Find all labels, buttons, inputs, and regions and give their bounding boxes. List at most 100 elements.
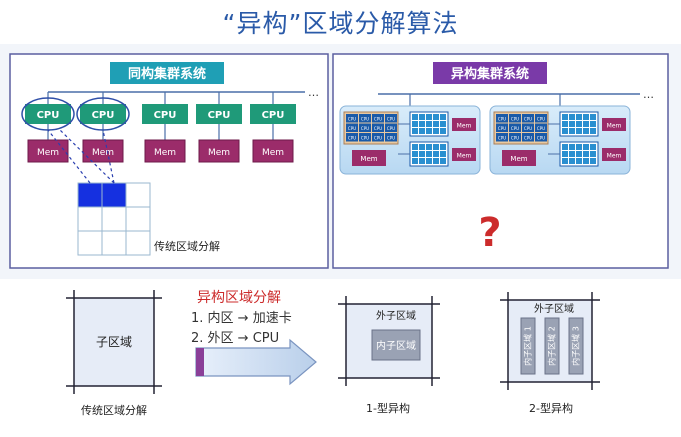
cpu-core	[346, 123, 358, 132]
mem-label: Mem	[510, 155, 527, 163]
type1-outer-label: 外子区域	[376, 309, 416, 322]
cpu-core-label: CPU	[387, 136, 395, 141]
homogeneous-ellipsis: …	[308, 86, 319, 99]
accelerator-core	[440, 144, 446, 150]
accelerator-core	[419, 158, 425, 164]
cpu-core	[535, 133, 547, 142]
accelerator-core	[569, 151, 575, 157]
cpu-core-label: CPU	[524, 126, 532, 131]
accelerator-core	[440, 114, 446, 120]
accelerator-core	[433, 114, 439, 120]
accelerator-core	[419, 144, 425, 150]
cpu-core	[385, 123, 397, 132]
cpu-label: CPU	[154, 110, 177, 121]
cpu-core-label: CPU	[374, 136, 382, 141]
accelerator-core	[562, 144, 568, 150]
type1-heterogeneous: 外子区域 内子区域 1-型异构	[338, 296, 440, 415]
accelerator-core	[590, 114, 596, 120]
accelerator-core	[583, 128, 589, 134]
mem-label: Mem	[208, 148, 230, 158]
cpu-box	[25, 104, 71, 124]
mem-box	[198, 139, 240, 163]
cpu-core	[522, 133, 534, 142]
accelerator-core	[569, 158, 575, 164]
grid-cell	[125, 230, 151, 256]
accelerator-core	[412, 121, 418, 127]
mem-box	[82, 139, 124, 163]
accelerator-core	[562, 158, 568, 164]
accelerator-core	[426, 151, 432, 157]
grid-cell	[77, 230, 103, 256]
grid-cell	[101, 206, 127, 232]
cpu-core-label: CPU	[498, 117, 506, 122]
accelerator-core	[576, 121, 582, 127]
cpu-core	[509, 133, 521, 142]
grid-cell	[77, 206, 103, 232]
accel-mem-label: Mem	[607, 153, 622, 160]
cpu-label: CPU	[208, 110, 231, 121]
accelerator-core	[412, 114, 418, 120]
cpu-label: CPU	[37, 110, 60, 121]
cpu-core-label: CPU	[361, 117, 369, 122]
accelerator-core	[419, 151, 425, 157]
accel-mem-box	[452, 148, 476, 161]
accelerator-core	[433, 151, 439, 157]
cpu-core	[372, 123, 384, 132]
type2-inner-regions: 内子区域 1 内子区域 2 内子区域 3	[520, 317, 584, 375]
accelerator-core	[562, 151, 568, 157]
accelerator-core	[412, 158, 418, 164]
cpu-box	[142, 104, 188, 124]
accelerator-core	[590, 151, 596, 157]
accelerator-core	[562, 128, 568, 134]
accelerator-core	[426, 128, 432, 134]
mem-label: Mem	[262, 148, 284, 158]
accelerator-core	[440, 128, 446, 134]
cpu-core	[372, 133, 384, 142]
accelerator-core	[576, 114, 582, 120]
heterogeneous-title-bar	[433, 62, 547, 84]
heterogeneous-ellipsis: …	[643, 88, 654, 101]
accelerator-core	[440, 151, 446, 157]
accelerator-core	[433, 158, 439, 164]
accelerator-core	[590, 121, 596, 127]
homogeneous-node: CPU Mem	[196, 92, 242, 163]
method-step-1: 1. 内区 → 加速卡	[191, 310, 292, 326]
type2-inner-label: 内子区域 3	[571, 326, 581, 366]
homogeneous-node: CPU Mem	[142, 92, 188, 163]
cpu-core	[496, 114, 508, 123]
cpu-core	[359, 123, 371, 132]
cpu-core-label: CPU	[361, 136, 369, 141]
cpu-core-label: CPU	[511, 136, 519, 141]
cpu-core	[522, 114, 534, 123]
accelerator-core	[426, 121, 432, 127]
cpu-core	[346, 114, 358, 123]
cpu-core	[496, 133, 508, 142]
mapping-line	[47, 129, 91, 184]
cpu-core-label: CPU	[348, 136, 356, 141]
accelerator-core	[562, 114, 568, 120]
type2-inner-region: 内子区域 1	[520, 317, 536, 375]
cpu-core-label: CPU	[387, 117, 395, 122]
mem-box	[144, 139, 186, 163]
mem-label: Mem	[154, 148, 176, 158]
cpu-core-label: CPU	[537, 117, 545, 122]
accel-mem-label: Mem	[607, 123, 622, 130]
cpu-core-label: CPU	[498, 136, 506, 141]
cpu-core-label: CPU	[348, 126, 356, 131]
accel-mem-label: Mem	[457, 153, 472, 160]
cpu-core-label: CPU	[511, 117, 519, 122]
cpu-core-label: CPU	[348, 117, 356, 122]
traditional-caption: 传统区域分解	[81, 403, 147, 417]
type2-inner-label: 内子区域 2	[547, 326, 557, 366]
grid-cell	[101, 230, 127, 256]
accelerator-core	[440, 158, 446, 164]
cpu-core	[359, 114, 371, 123]
type2-caption: 2-型异构	[529, 401, 573, 415]
cpu-core	[346, 133, 358, 142]
accelerator-core	[583, 158, 589, 164]
method-arrow	[195, 338, 317, 386]
mem-label: Mem	[92, 148, 114, 158]
